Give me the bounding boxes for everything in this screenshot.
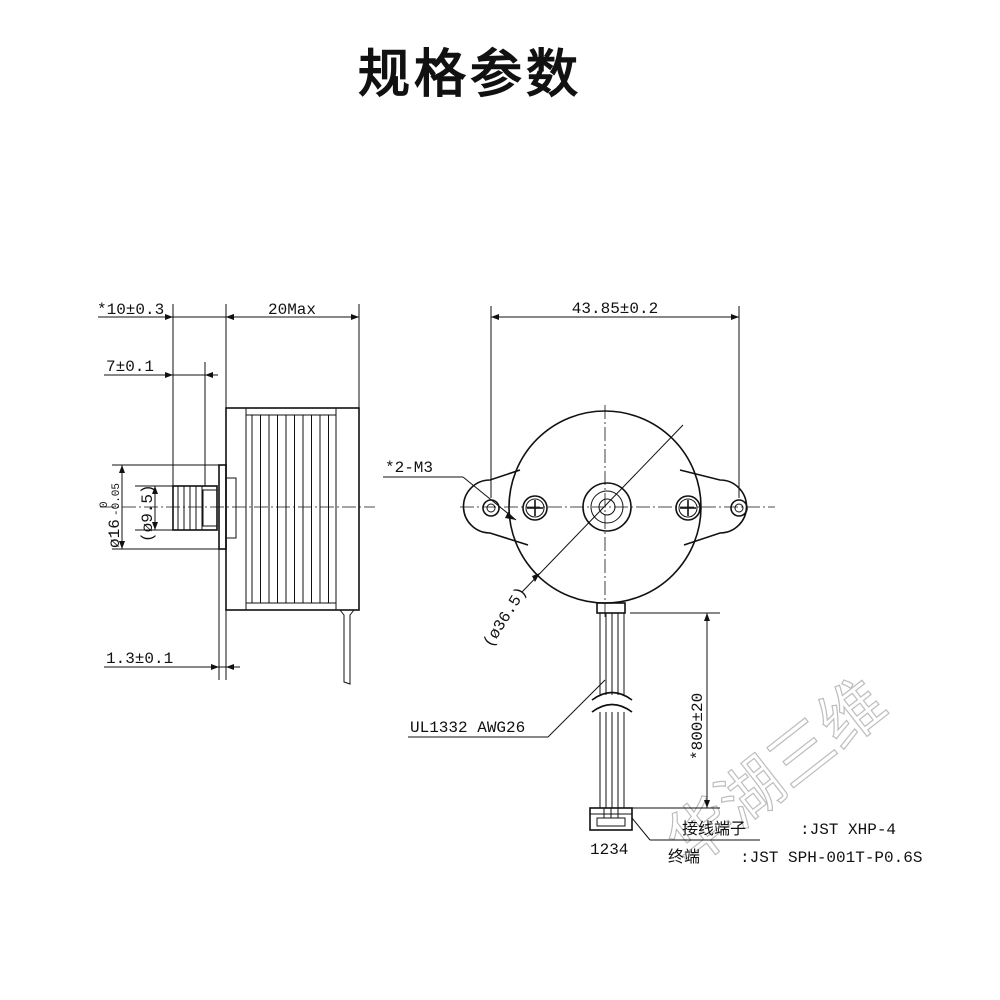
dim-diameter-tol-upper: 0 <box>99 501 111 508</box>
connector-label: 接线端子 <box>682 819 746 838</box>
motor-body-side <box>225 407 360 611</box>
body-ribs <box>251 415 329 603</box>
wire-spec-label: UL1332 AWG26 <box>410 719 525 737</box>
screw-left-icon <box>522 495 548 521</box>
shaft-gear <box>172 485 218 531</box>
dim-boss: 7±0.1 <box>106 358 154 376</box>
mount-holes-label: *2-M3 <box>385 459 433 477</box>
dim-lead-length: *800±20 <box>689 693 707 760</box>
dim-diameter-ref: (ø9.5) <box>139 484 157 542</box>
terminal-label: 终端 <box>668 847 700 866</box>
dim-body-diameter: (ø36.5) <box>480 584 531 651</box>
lead-wires <box>591 602 633 808</box>
front-view: (ø36.5) 43.85±0.2 *2-M3 UL1332 AWG26 <box>383 300 922 867</box>
side-lead-wire <box>339 609 355 685</box>
center-hub <box>582 482 632 532</box>
terminal-value: :JST SPH-001T-P0.6S <box>740 849 922 867</box>
dim-body-length: 20Max <box>268 301 316 319</box>
page-title: 规格参数 <box>358 45 582 105</box>
screw-right-icon <box>675 495 701 521</box>
side-view: *10±0.3 20Max 7±0.1 ø16 0 -0.05 (ø9.5) <box>97 301 375 685</box>
dim-diameter-main: ø16 <box>106 519 124 548</box>
dim-diameter-tol-lower: -0.05 <box>111 483 123 516</box>
pin-numbers: 1234 <box>590 841 628 859</box>
connector-value: :JST XHP-4 <box>800 821 896 839</box>
flange-boss <box>225 477 237 539</box>
dim-flange: 1.3±0.1 <box>106 650 173 668</box>
mount-hole-right <box>730 499 748 517</box>
mount-hole-left <box>482 499 500 517</box>
connector <box>589 807 633 831</box>
dim-shaft-length: *10±0.3 <box>97 301 164 319</box>
dim-mount-span: 43.85±0.2 <box>572 300 658 318</box>
